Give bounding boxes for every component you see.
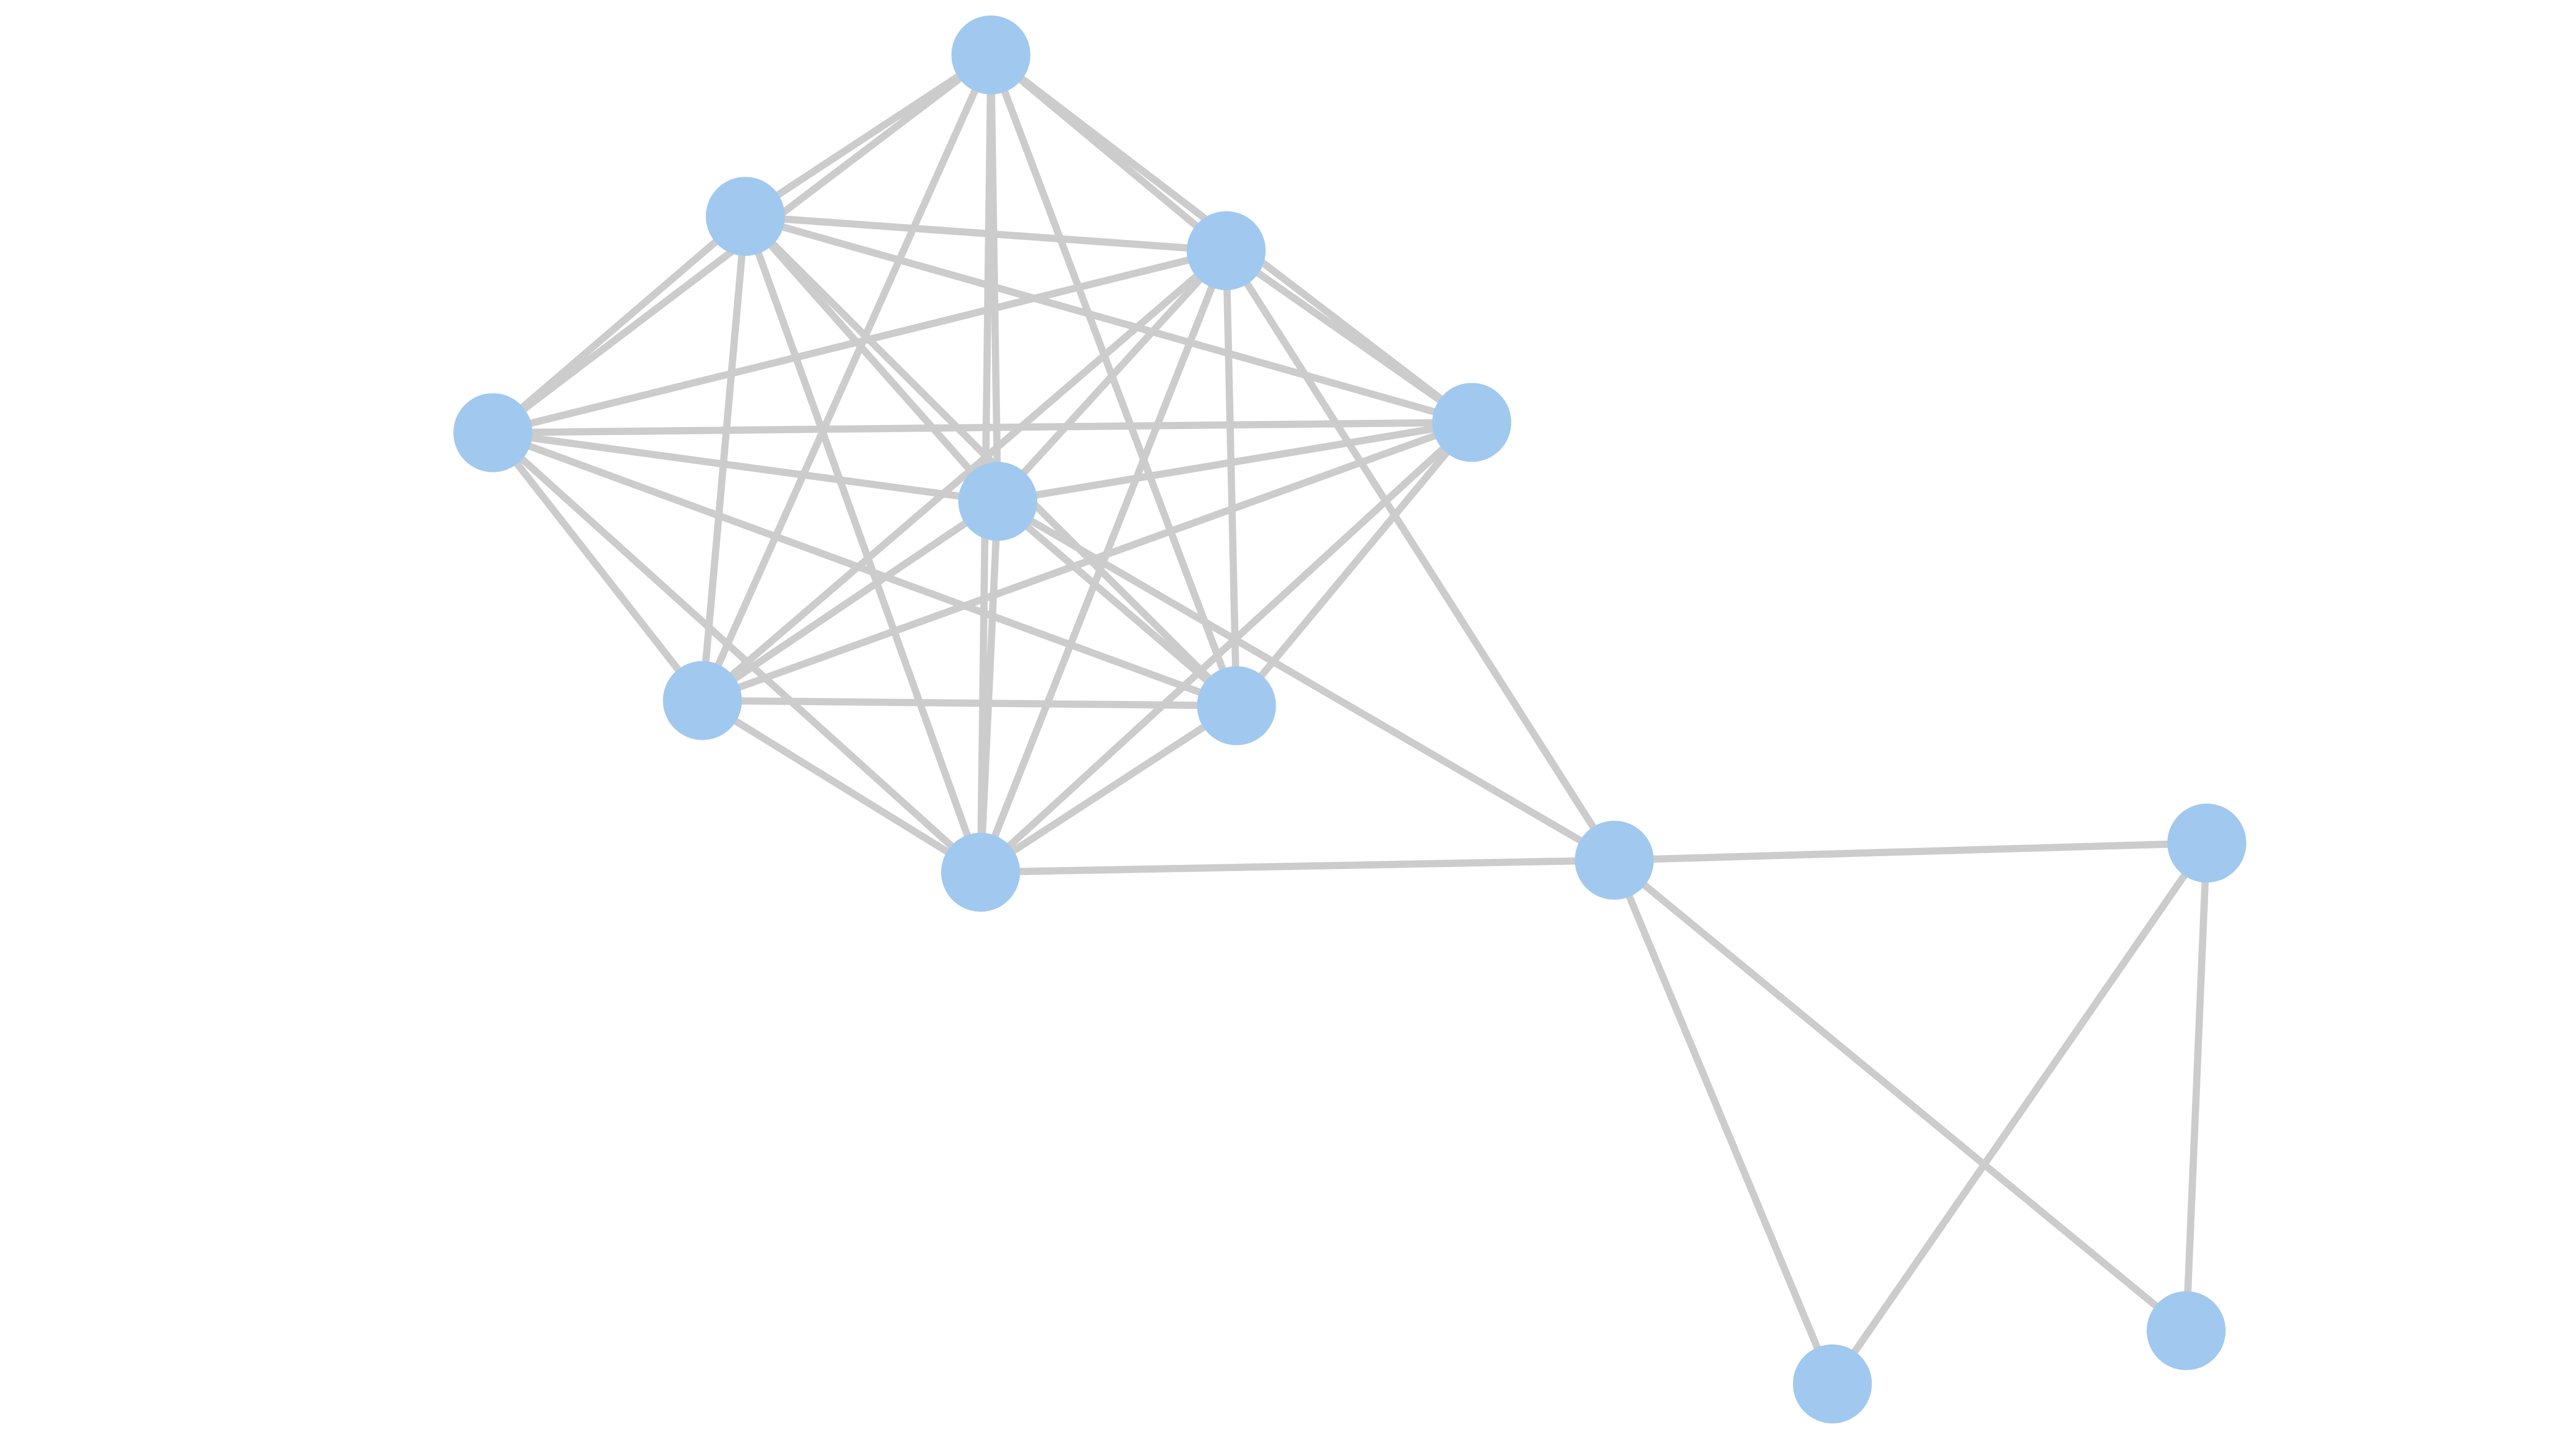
edge-n1-n9 <box>977 51 995 876</box>
edge-n2-n3 <box>741 213 1230 254</box>
edge-n5-n6 <box>994 419 1476 505</box>
edge-n5-n9 <box>977 419 1476 876</box>
edge-n8-n9 <box>977 702 1240 876</box>
edge-n4-n7 <box>489 429 706 704</box>
edge-n3-n5 <box>1223 247 1476 426</box>
node-n7 <box>663 661 742 740</box>
edge-n6-n10 <box>994 498 1618 864</box>
nodes-layer <box>453 15 2247 1424</box>
node-n11 <box>2167 804 2247 883</box>
edge-n1-n7 <box>699 51 995 704</box>
edge-n5-n8 <box>1233 419 1476 709</box>
node-n9 <box>941 832 1021 912</box>
edge-n3-n4 <box>489 247 1230 436</box>
edge-n1-n8 <box>987 51 1240 709</box>
edge-n2-n4 <box>489 213 749 436</box>
node-n3 <box>1187 211 1266 291</box>
edge-n3-n8 <box>1223 247 1240 709</box>
edge-n7-n9 <box>699 697 985 876</box>
edge-n2-n6 <box>741 213 1002 505</box>
edge-n5-n7 <box>699 419 1476 704</box>
node-n12 <box>2146 1291 2226 1370</box>
node-n8 <box>1197 666 1276 745</box>
edge-n7-n8 <box>699 697 1240 709</box>
edge-n3-n7 <box>699 247 1230 704</box>
edge-n2-n9 <box>741 213 985 876</box>
edge-n4-n8 <box>489 429 1240 709</box>
edge-n6-n8 <box>994 498 1240 709</box>
edge-n2-n5 <box>741 213 1476 426</box>
edge-n4-n5 <box>489 419 1476 436</box>
node-n2 <box>706 177 785 256</box>
node-n6 <box>958 462 1038 541</box>
edge-n11-n12 <box>2182 839 2211 1335</box>
edge-n4-n9 <box>489 429 985 876</box>
edge-n10-n11 <box>1611 839 2211 864</box>
node-n13 <box>1793 1344 1872 1424</box>
edge-n6-n7 <box>699 498 1002 704</box>
edges-layer <box>489 51 2211 1388</box>
edge-n10-n13 <box>1611 857 1836 1388</box>
edge-n9-n10 <box>977 857 1618 876</box>
edge-n3-n6 <box>994 247 1230 505</box>
node-n10 <box>1574 821 1654 900</box>
edge-n3-n10 <box>1223 247 1618 864</box>
node-n1 <box>951 15 1031 95</box>
edge-n2-n7 <box>699 213 749 704</box>
edge-n4-n6 <box>489 429 1002 505</box>
node-n4 <box>453 393 533 472</box>
edge-n2-n8 <box>741 213 1240 709</box>
edge-n6-n9 <box>977 498 1002 876</box>
edge-n11-n13 <box>1828 839 2211 1388</box>
edge-n10-n12 <box>1611 857 2190 1335</box>
node-n5 <box>1432 383 1512 462</box>
